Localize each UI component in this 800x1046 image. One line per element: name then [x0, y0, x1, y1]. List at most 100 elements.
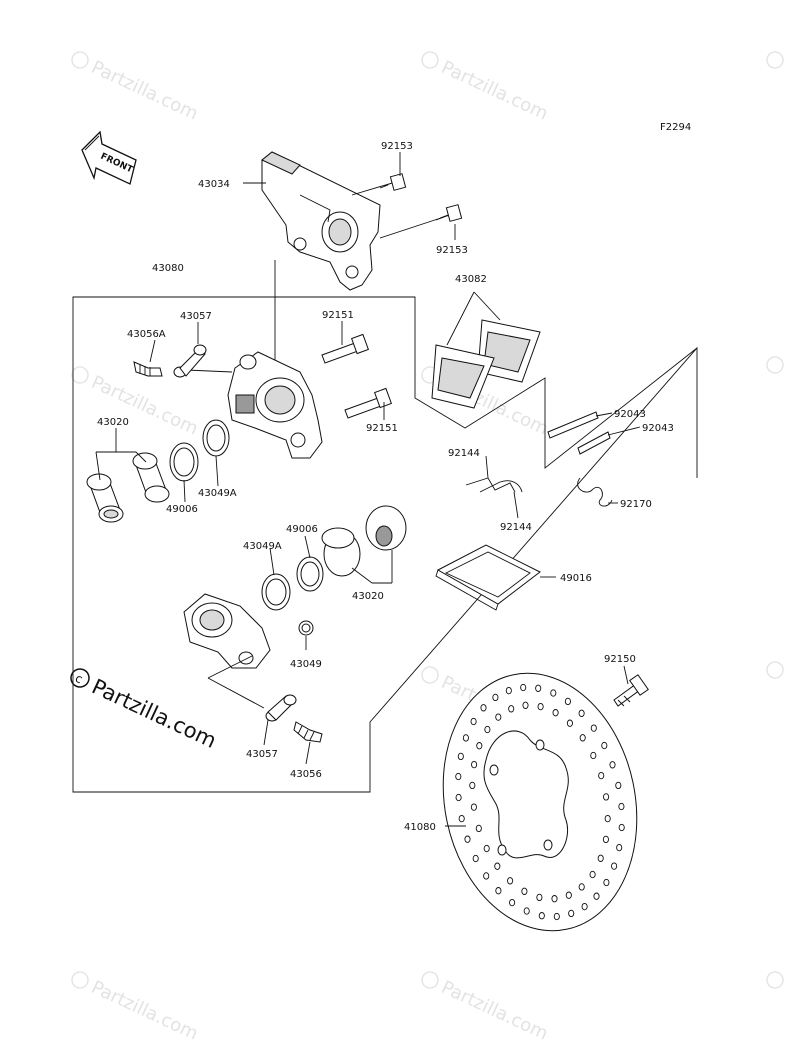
pad-shim: [435, 544, 541, 611]
part-label-43082[interactable]: 43082: [455, 274, 487, 285]
piston-seal-upper-a: [202, 419, 230, 457]
disc-hole: [590, 724, 597, 732]
disc-hole: [469, 781, 476, 790]
disc-hole: [455, 772, 462, 781]
oring-small: [298, 620, 314, 636]
piston-middle-a: [321, 527, 361, 577]
part-label-92170[interactable]: 92170: [620, 499, 652, 510]
disc-hole: [538, 912, 545, 920]
part-label-41080[interactable]: 41080: [404, 822, 436, 833]
part-labels: 92153 43034 92153 43080 43082 43057 4305…: [97, 141, 674, 833]
disc-hole: [552, 709, 559, 717]
watermark-text: Partzilla.com: [88, 372, 201, 440]
figure-code: F2294: [660, 122, 691, 133]
disc-hole: [578, 883, 585, 891]
disc-hole: [470, 803, 477, 811]
disc-hole: [603, 793, 610, 801]
part-label-43057[interactable]: 43057: [246, 749, 278, 760]
disc-hole: [598, 771, 605, 780]
disc-hole: [509, 898, 516, 907]
disc-hole: [464, 835, 471, 843]
disc-hole: [458, 814, 465, 823]
watermark: [766, 971, 784, 989]
disc-hole: [472, 854, 479, 863]
disc-hole: [593, 892, 600, 900]
brake-pads: [431, 291, 541, 409]
disc-hole: [508, 705, 515, 713]
disc-hole: [597, 854, 604, 862]
piston-seal-upper-b: [169, 442, 199, 482]
watermark-text: Partzilla.com: [88, 57, 201, 125]
part-label-43080[interactable]: 43080: [152, 263, 184, 274]
disc-hole: [578, 709, 585, 717]
watermark: Partzilla.com: [421, 971, 551, 1045]
part-label-92150[interactable]: 92150: [604, 654, 636, 665]
part-label-92144[interactable]: 92144: [448, 448, 480, 459]
bracket-bolt-lower: [379, 204, 463, 239]
part-label-92151[interactable]: 92151: [322, 310, 354, 321]
disc-hole: [590, 751, 597, 760]
part-label-49016[interactable]: 49016: [560, 573, 592, 584]
disc-hole: [480, 704, 487, 712]
part-label-43056a[interactable]: 43056A: [127, 329, 166, 340]
disc-hole: [494, 862, 501, 870]
disc-hole: [609, 761, 616, 769]
disc-hole: [475, 824, 482, 833]
disc-hole: [457, 752, 464, 761]
disc-hole: [603, 878, 610, 887]
piston-middle-b: [365, 505, 407, 551]
part-label-43020[interactable]: 43020: [97, 417, 129, 428]
disc-hole: [470, 717, 477, 726]
bleeder-valve-upper: [133, 361, 163, 377]
part-label-43049a[interactable]: 43049A: [243, 541, 282, 552]
part-label-49006[interactable]: 49006: [166, 504, 198, 515]
part-label-43049a[interactable]: 43049A: [198, 488, 237, 499]
part-label-92144[interactable]: 92144: [500, 522, 532, 533]
bracket-bolt-upper: [351, 173, 407, 196]
disc-hole: [455, 793, 462, 802]
disc-hole: [579, 734, 586, 742]
disc-hole: [581, 902, 588, 911]
part-label-92153[interactable]: 92153: [381, 141, 413, 152]
part-label-43020[interactable]: 43020: [352, 591, 384, 602]
watermark-text: Partzilla.com: [88, 977, 201, 1045]
part-label-43057[interactable]: 43057: [180, 311, 212, 322]
disc-hole: [483, 844, 490, 853]
part-label-43056[interactable]: 43056: [290, 769, 322, 780]
disc-hole: [536, 893, 543, 902]
pad-pin-lower: [577, 431, 611, 455]
watermark: Partzilla.com: [71, 51, 201, 125]
disc-hole: [507, 877, 514, 885]
piston-seal-middle-b: [261, 573, 291, 611]
caliper-bolt-lower: [344, 387, 393, 419]
part-label-43034[interactable]: 43034: [198, 179, 230, 190]
part-label-92043[interactable]: 92043: [642, 423, 674, 434]
disc-hole: [495, 887, 502, 895]
disc-hole: [601, 741, 608, 750]
disc-hole: [520, 683, 527, 692]
piston-upper-b: [86, 473, 124, 523]
piston-upper-a: [132, 452, 170, 503]
part-label-92151[interactable]: 92151: [366, 423, 398, 434]
pad-pin-upper: [547, 411, 599, 439]
partzilla-logo: c Partzilla.com: [70, 668, 220, 753]
part-label-92043[interactable]: 92043: [614, 409, 646, 420]
svg-text:c: c: [73, 671, 85, 686]
part-label-92153[interactable]: 92153: [436, 245, 468, 256]
part-label-43049[interactable]: 43049: [290, 659, 322, 670]
part-label-49006[interactable]: 49006: [286, 524, 318, 535]
pad-spring: [577, 477, 613, 507]
disc-hole: [484, 725, 491, 734]
caliper-body-upper: [185, 351, 323, 459]
bleeder-valve-lower: [293, 721, 323, 743]
disc-bolt: [613, 674, 649, 707]
watermark: [766, 661, 784, 679]
disc-hole: [564, 697, 571, 706]
caliper-body-lower: [183, 593, 271, 709]
disc-hole: [462, 734, 469, 742]
disc-hole: [551, 895, 558, 903]
watermark: Partzilla.com: [421, 51, 551, 125]
disc-hole: [611, 862, 618, 870]
disc-hole: [565, 891, 572, 899]
